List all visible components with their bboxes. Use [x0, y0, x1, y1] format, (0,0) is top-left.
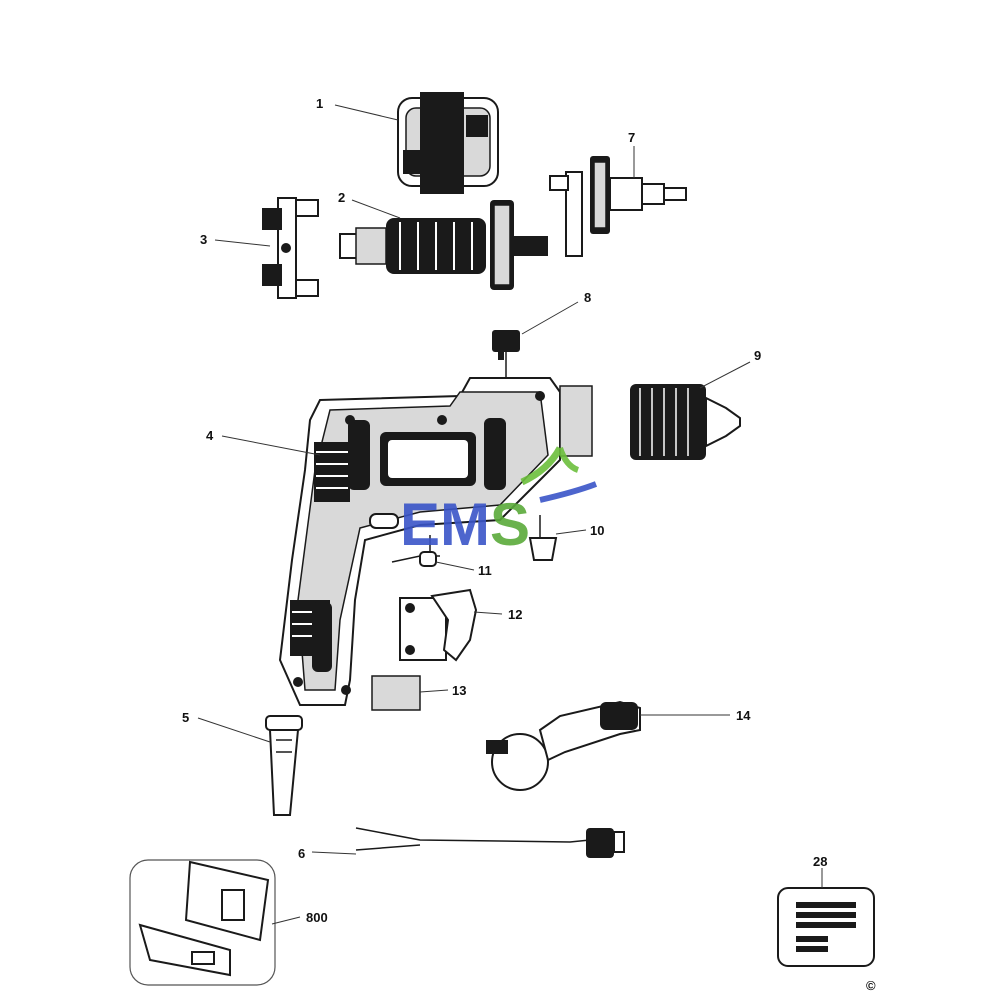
- part-9-chuck: [630, 384, 741, 460]
- watermark-m: M: [440, 491, 490, 558]
- label-part-9: 9: [754, 348, 761, 363]
- label-part-11: 11: [478, 563, 492, 578]
- label-part-6: 6: [298, 846, 305, 861]
- copyright-symbol: ©: [866, 978, 876, 993]
- part-7-spindle-gear: [549, 156, 687, 257]
- part-1-field-coil: [397, 92, 499, 194]
- label-part-7: 7: [628, 130, 635, 145]
- label-part-1: 1: [316, 96, 323, 111]
- label-part-800: 800: [306, 910, 328, 925]
- label-part-5: 5: [182, 710, 189, 725]
- part-labels: 1 2 3 4 5 6 7 8 9 10 11 12 13 14 28 800 …: [182, 96, 876, 993]
- part-3-brush-holder: [262, 197, 319, 299]
- watermark-e: E: [400, 491, 440, 558]
- label-part-4: 4: [206, 428, 214, 443]
- label-part-14: 14: [736, 708, 751, 723]
- part-800-carry-case: [129, 859, 276, 986]
- part-13-label-plate: [371, 675, 421, 711]
- part-11-lock-button: [391, 535, 440, 567]
- part-28-rating-plate: [777, 887, 875, 967]
- part-6-power-cord: [355, 827, 625, 858]
- label-part-10: 10: [590, 523, 604, 538]
- label-part-13: 13: [452, 683, 466, 698]
- label-part-3: 3: [200, 232, 207, 247]
- part-12-trigger-switch: [399, 588, 478, 662]
- label-part-28: 28: [813, 854, 827, 869]
- label-part-2: 2: [338, 190, 345, 205]
- part-5-cord-protector: [265, 715, 303, 816]
- watermark-text: EMS: [400, 491, 530, 558]
- label-part-8: 8: [584, 290, 591, 305]
- leader-lines: [197, 104, 823, 925]
- watermark-s: S: [490, 491, 530, 558]
- ems-watermark: EMS: [400, 446, 598, 558]
- part-14-side-handle: [486, 700, 641, 791]
- label-part-12: 12: [508, 607, 522, 622]
- part-4-housing: [278, 377, 593, 706]
- part-2-armature: [339, 200, 548, 290]
- part-10-lever: [528, 515, 558, 561]
- part-8-selector: [492, 330, 520, 380]
